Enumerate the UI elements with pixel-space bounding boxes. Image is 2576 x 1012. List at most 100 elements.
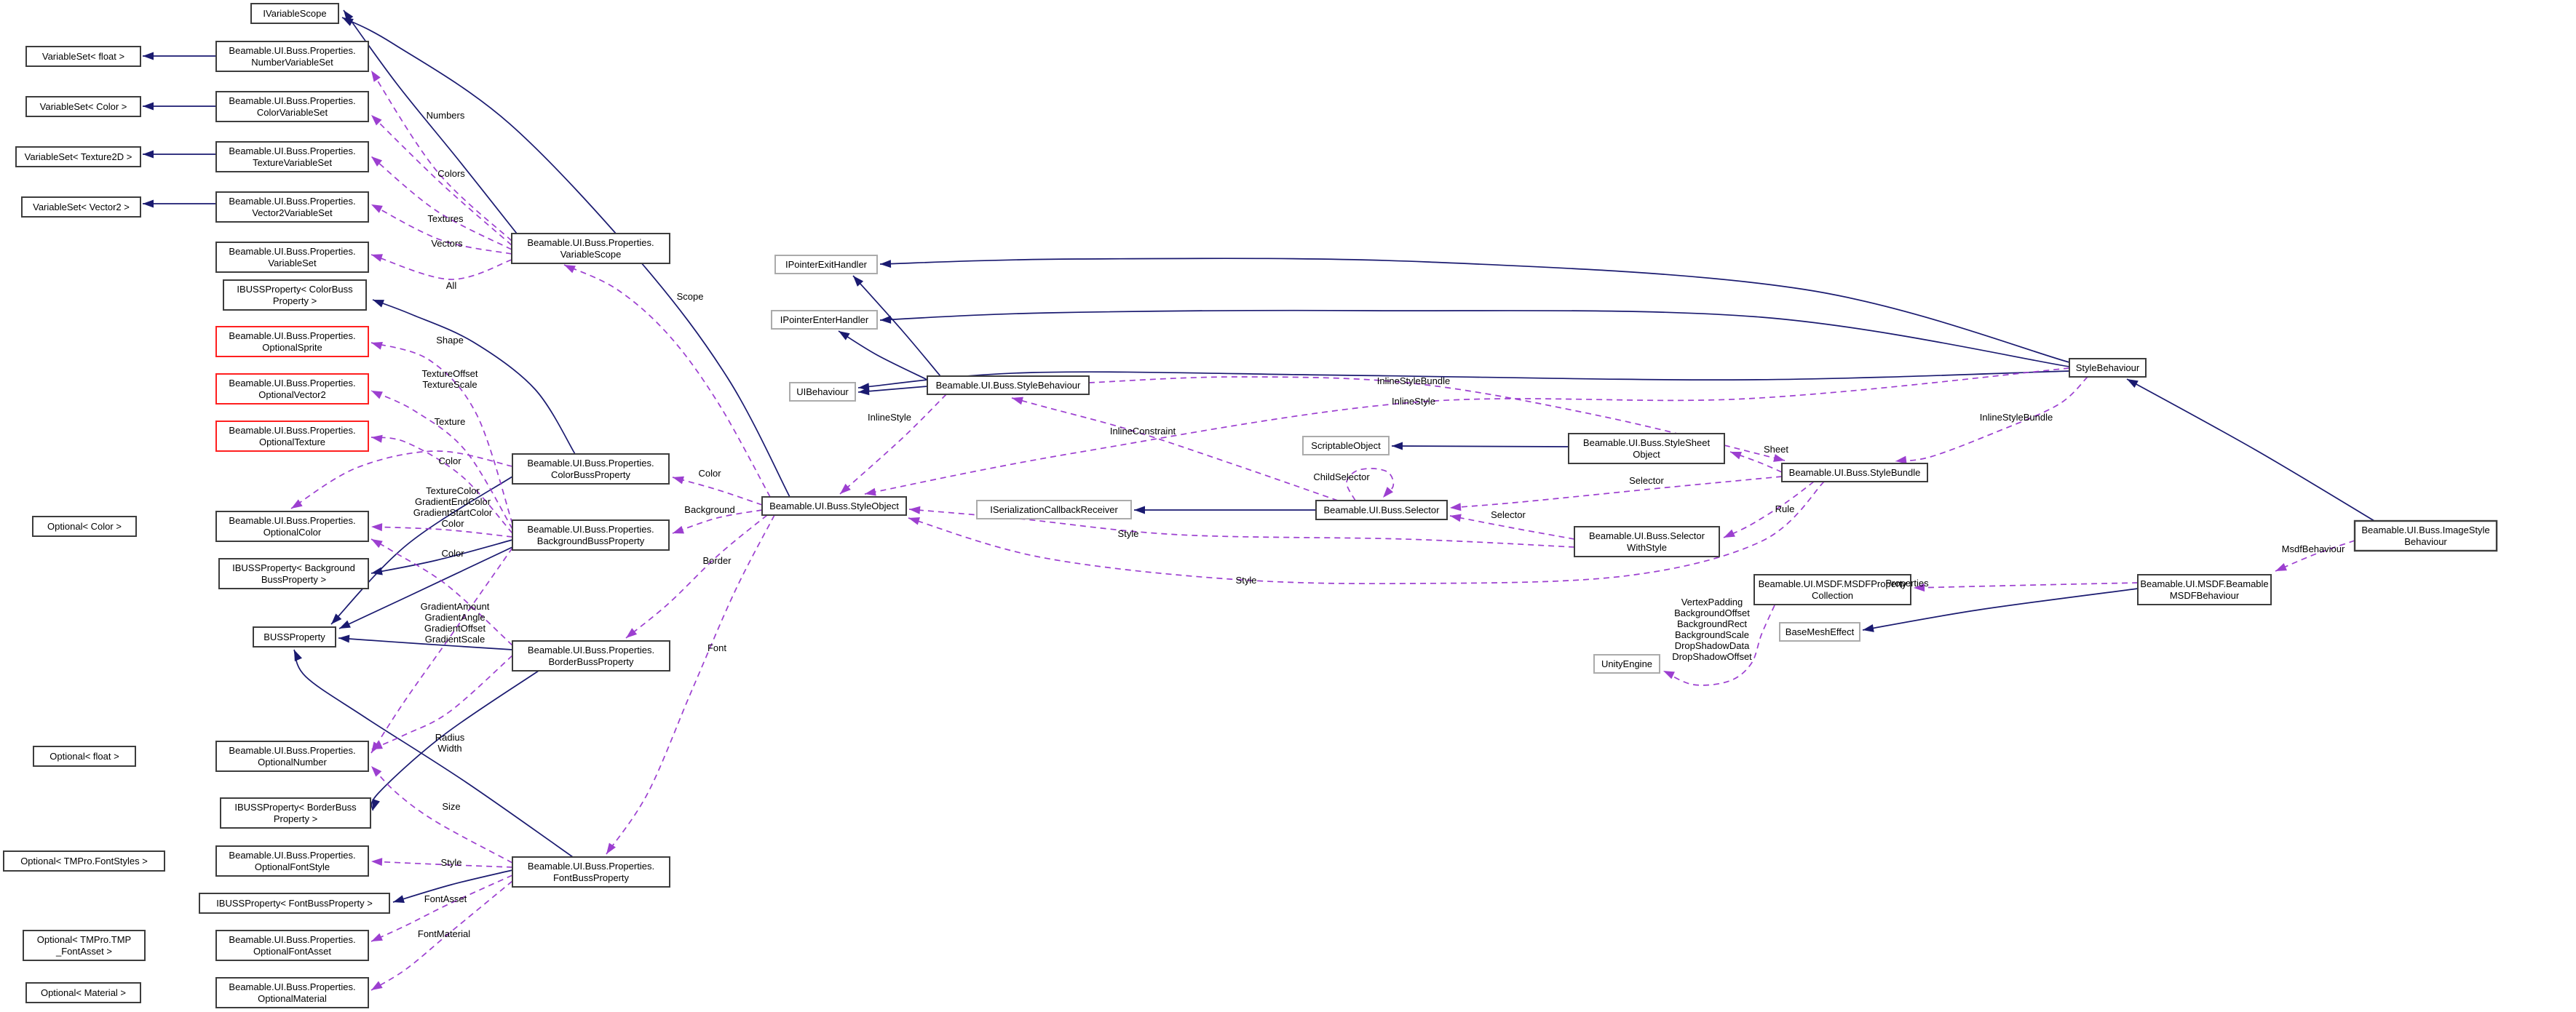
edge-label: Texture [435, 416, 466, 427]
node-styleobject[interactable]: Beamable.UI.Buss.StyleObject [761, 496, 907, 516]
node-label: VariableSet< Vector2 > [33, 202, 130, 212]
node-colorvariableset[interactable]: Beamable.UI.Buss.Properties.ColorVariabl… [215, 91, 369, 122]
node-uibehaviour[interactable]: UIBehaviour [789, 382, 856, 402]
edge-label: DropShadowOffset [1672, 651, 1752, 662]
edge-dashed-54 [1449, 515, 1575, 540]
node-box [199, 893, 390, 914]
node-optionalfontstyle[interactable]: Beamable.UI.Buss.Properties.OptionalFont… [215, 845, 369, 877]
node-box [976, 500, 1132, 519]
node-label: Beamable.UI.Buss.Properties. [528, 645, 654, 656]
node-unityengine[interactable]: UnityEngine [1593, 654, 1660, 674]
node-vector2variableset[interactable]: Beamable.UI.Buss.Properties.Vector2Varia… [215, 191, 369, 223]
arrowhead [1383, 487, 1394, 498]
node-ibuss-background[interactable]: IBUSSProperty< BackgroundBussProperty > [218, 558, 369, 589]
node-variableset[interactable]: Beamable.UI.Buss.Properties.VariableSet [215, 242, 369, 273]
node-optionalnumber[interactable]: Beamable.UI.Buss.Properties.OptionalNumb… [215, 741, 369, 772]
node-ibuss-border[interactable]: IBUSSProperty< BorderBussProperty > [220, 797, 371, 829]
node-ipointerexithandler[interactable]: IPointerExitHandler [774, 255, 878, 274]
node-label: Vector2VariableSet [252, 207, 333, 218]
node-optional-material[interactable]: Optional< Material > [25, 982, 141, 1003]
node-box [512, 856, 670, 888]
edge-dashed-36 [370, 547, 513, 754]
node-variablescope[interactable]: Beamable.UI.Buss.Properties.VariableScop… [511, 233, 670, 264]
node-borderbussproperty[interactable]: Beamable.UI.Buss.Properties.BorderBussPr… [512, 640, 670, 672]
edge-label: Color [441, 518, 464, 529]
node-ipointerenterhandler[interactable]: IPointerEnterHandler [771, 310, 878, 330]
node-box [1568, 433, 1725, 464]
node-buss-stylebehaviour[interactable]: Beamable.UI.Buss.StyleBehaviour [927, 375, 1090, 395]
edge-label: Sheet [1764, 444, 1788, 455]
node-backgroundbussproperty[interactable]: Beamable.UI.Buss.Properties.BackgroundBu… [512, 519, 670, 551]
node-variableset-color[interactable]: VariableSet< Color > [25, 96, 141, 117]
node-variableset-texture2d[interactable]: VariableSet< Texture2D > [15, 146, 141, 167]
node-label: Optional< TMPro.TMP [37, 934, 131, 945]
node-box [215, 141, 369, 172]
node-variableset-float[interactable]: VariableSet< float > [25, 46, 141, 67]
node-texturevariableset[interactable]: Beamable.UI.Buss.Properties.TextureVaria… [215, 141, 369, 172]
node-ibuss-colorbuss[interactable]: IBUSSProperty< ColorBussProperty > [223, 279, 367, 311]
edge-label: ChildSelector [1313, 471, 1370, 482]
edge-label: Colors [437, 168, 465, 179]
arrowhead [839, 331, 850, 340]
node-optionalvector2[interactable]: Beamable.UI.Buss.Properties.OptionalVect… [215, 373, 369, 405]
node-ivariablescope[interactable]: IVariableScope [250, 3, 339, 24]
node-scriptableobject[interactable]: ScriptableObject [1302, 436, 1390, 455]
node-label: Beamable.UI.Buss.StyleObject [769, 501, 899, 511]
edge-label: Color [698, 468, 721, 479]
edge-dashed-27 [370, 204, 512, 255]
edge-label: Properties [1885, 578, 1929, 589]
node-label: NumberVariableSet [251, 57, 333, 68]
edge-solid-8 [338, 546, 513, 629]
node-optionalfontasset[interactable]: Beamable.UI.Buss.Properties.OptionalFont… [215, 930, 369, 961]
node-label: IBUSSProperty< Background [232, 562, 355, 573]
node-iserializationcallbackreceiver[interactable]: ISerializationCallbackReceiver [976, 500, 1132, 519]
edge-solid-5 [343, 9, 518, 234]
node-label: VariableSet< Texture2D > [25, 151, 132, 162]
node-label: Optional< float > [49, 751, 119, 762]
node-box [215, 91, 369, 122]
node-optionalmaterial[interactable]: Beamable.UI.Buss.Properties.OptionalMate… [215, 977, 369, 1008]
node-numbervariableset[interactable]: Beamable.UI.Buss.Properties.NumberVariab… [215, 41, 369, 72]
node-label: Beamable.UI.Buss.Properties. [229, 850, 355, 861]
node-label: OptionalNumber [258, 757, 327, 768]
node-label: Beamable.UI.MSDF.MSDFProperty [1759, 578, 1907, 589]
node-bussproperty[interactable]: BUSSProperty [253, 626, 336, 648]
arrowhead [371, 539, 383, 549]
node-optional-fontasset[interactable]: Optional< TMPro.TMP_FontAsset > [23, 930, 146, 961]
node-selector[interactable]: Beamable.UI.Buss.Selector [1315, 500, 1448, 520]
node-optional-fontstyles[interactable]: Optional< TMPro.FontStyles > [3, 850, 165, 872]
node-label: OptionalFontStyle [255, 861, 330, 872]
node-label: BussProperty > [261, 574, 326, 585]
node-fontbussproperty[interactable]: Beamable.UI.Buss.Properties.FontBussProp… [512, 856, 670, 888]
node-optionalcolor[interactable]: Beamable.UI.Buss.Properties.OptionalColo… [215, 511, 369, 542]
node-optional-color[interactable]: Optional< Color > [32, 516, 137, 537]
node-colorbussproperty[interactable]: Beamable.UI.Buss.Properties.ColorBussPro… [512, 453, 670, 485]
node-optionaltexture[interactable]: Beamable.UI.Buss.Properties.OptionalText… [215, 421, 369, 452]
arrowhead [331, 613, 342, 624]
arrowhead [291, 499, 303, 509]
edge-label: Rule [1775, 503, 1795, 514]
node-optionalsprite[interactable]: Beamable.UI.Buss.Properties.OptionalSpri… [215, 326, 369, 357]
edge-label: Numbers [427, 110, 465, 121]
arrowhead [673, 476, 684, 485]
arrowhead [626, 628, 638, 638]
arrowhead [371, 434, 383, 443]
edge-dashed-40 [370, 874, 513, 942]
node-ibuss-font[interactable]: IBUSSProperty< FontBussProperty > [199, 893, 390, 914]
node-basemesheffect[interactable]: BaseMeshEffect [1779, 622, 1860, 642]
node-stylebehaviour[interactable]: StyleBehaviour [2069, 358, 2147, 378]
node-label: Beamable.UI.Buss.Properties. [528, 861, 654, 872]
node-label: WithStyle [1627, 542, 1667, 553]
node-label: BackgroundBussProperty [537, 535, 645, 546]
node-variableset-vector2[interactable]: VariableSet< Vector2 > [21, 196, 141, 218]
arrowhead [371, 933, 383, 941]
edge-label: GradientAngle [424, 612, 485, 623]
node-optional-float[interactable]: Optional< float > [33, 746, 136, 767]
node-stylebundle[interactable]: Beamable.UI.Buss.StyleBundle [1781, 463, 1928, 482]
node-box [21, 196, 141, 218]
